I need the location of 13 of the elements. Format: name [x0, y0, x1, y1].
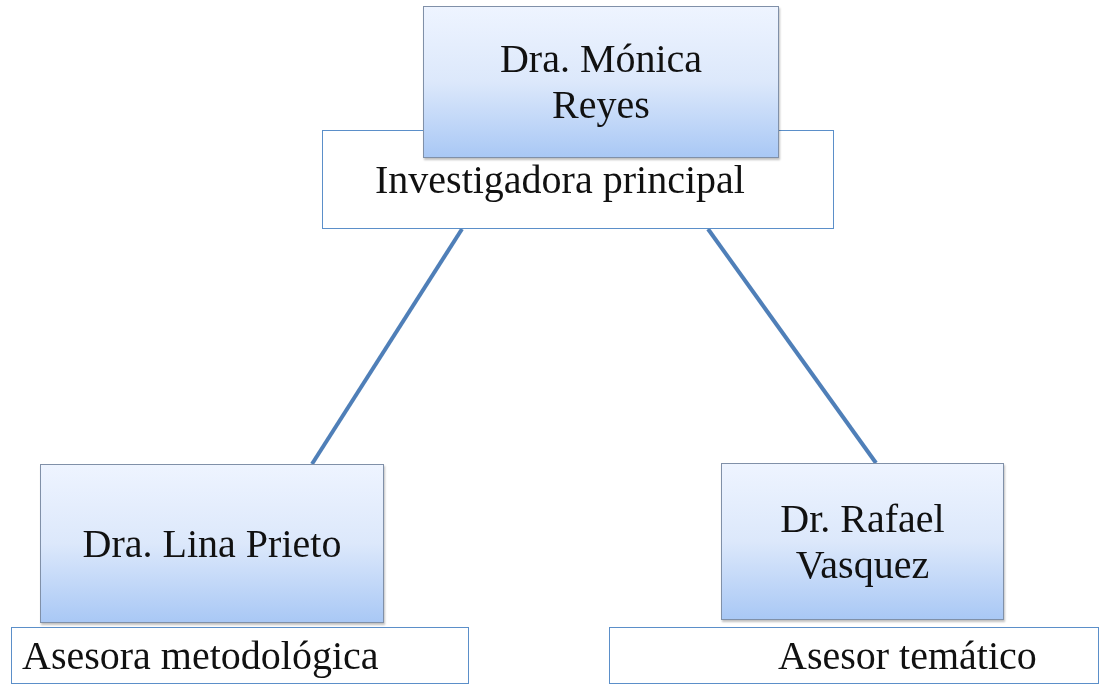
connector-line [706, 227, 878, 465]
role-box [609, 627, 1099, 684]
person-name: Dra. Lina Prieto [82, 520, 342, 567]
role-label: Investigadora principal [375, 156, 745, 203]
name-box [423, 6, 779, 158]
role-box [11, 627, 469, 684]
person-name: Dr. Rafael Vasquez [779, 495, 946, 588]
connector-line [310, 227, 464, 466]
role-label: Asesor temático [778, 632, 1037, 679]
person-name: Dra. Mónica Reyes [498, 36, 704, 128]
role-label: Asesora metodológica [22, 632, 379, 679]
name-box [40, 464, 384, 623]
name-box [721, 463, 1004, 620]
